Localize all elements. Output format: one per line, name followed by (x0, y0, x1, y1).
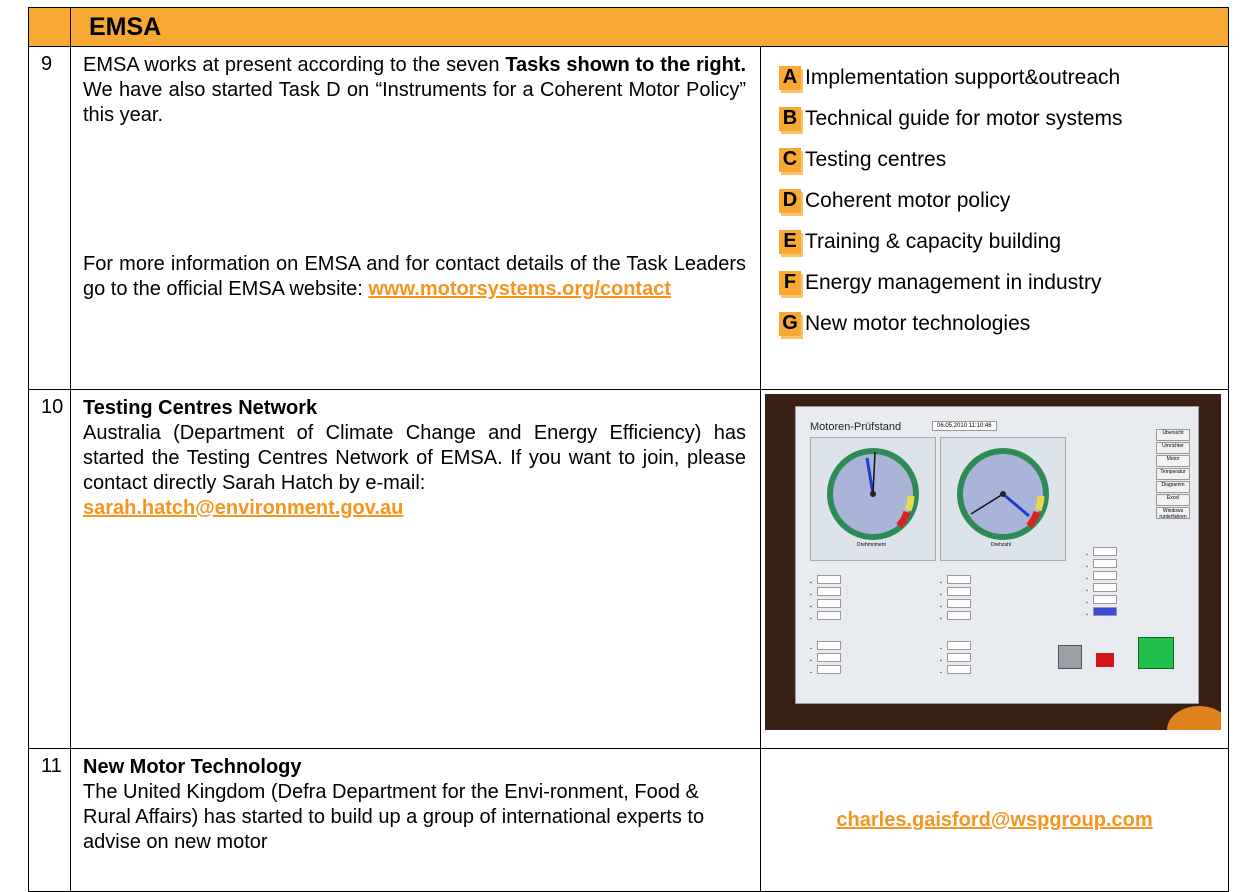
section-title: EMSA (89, 13, 162, 41)
screen-field: ▪ (940, 599, 972, 610)
screen-field: ▪ (1086, 559, 1118, 570)
row-11-contact-cell: charles.gaisford@wspgroup.com (759, 748, 1230, 892)
screen-menu-button: Motor (1156, 455, 1190, 467)
screen-field: ▪ (940, 653, 972, 664)
header-row: EMSA (28, 7, 1230, 47)
sarah-hatch-email-link[interactable]: sarah.hatch@environment.gov.au (83, 497, 404, 519)
orange-object (1167, 706, 1221, 730)
task-label: Implementation support&outreach (805, 65, 1121, 89)
screen-field: ▪ (940, 641, 972, 652)
test-bench-photo: Motoren-Prüfstand 06.05.2010 11:10:46 (765, 394, 1221, 730)
testing-centre-photo-cell: Motoren-Prüfstand 06.05.2010 11:10:46 (759, 389, 1230, 749)
row-9-paragraph-2: For more information on EMSA and for con… (83, 253, 746, 300)
task-letter-badge: F (779, 270, 801, 295)
task-label: Testing centres (805, 147, 947, 171)
charles-gaisford-email-link[interactable]: charles.gaisford@wspgroup.com (836, 808, 1153, 831)
screen-menu-button: Windows runterfahren (1156, 507, 1190, 520)
screen-field: ▪ (1086, 607, 1118, 618)
task-label: Training & capacity building (805, 229, 1062, 253)
row-number: 10 (28, 389, 71, 749)
screen-menu-button: Umrichter (1156, 442, 1190, 454)
task-label: New motor technologies (805, 311, 1031, 335)
row-number: 9 (28, 46, 71, 390)
speed-gauge-label: Drehzahl (991, 542, 1012, 548)
screen-date: 06.05.2010 11:10:46 (932, 421, 997, 431)
row-10-text: Testing Centres Network Australia (Depar… (70, 389, 761, 749)
brake-coupling-icon (1096, 653, 1114, 667)
row-10-body: Australia (Department of Climate Change … (83, 422, 746, 494)
speed-gauge: Drehzahl (940, 437, 1066, 561)
task-label: Technical guide for motor systems (805, 106, 1123, 130)
screen-menu-button: Excel (1156, 494, 1190, 506)
row-11-text: New Motor Technology The United Kingdom … (70, 748, 761, 892)
task-label: Coherent motor policy (805, 188, 1011, 212)
screen-menu-button: Diagramm (1156, 481, 1190, 493)
row-11-body: The United Kingdom (Defra Department for… (83, 781, 705, 853)
screen-field: ▪ (810, 665, 842, 676)
screen-field: ▪ (1086, 547, 1118, 558)
task-letter-badge: C (779, 147, 801, 172)
task-letter-badge: A (779, 65, 801, 90)
screen-field: ▪ (810, 653, 842, 664)
screen-field: ▪ (1086, 583, 1118, 594)
document-page: EMSA 9 EMSA works at present according t… (28, 7, 1230, 892)
screen-field: ▪ (810, 611, 842, 622)
row-9-paragraph-1: EMSA works at present according to the s… (83, 54, 747, 126)
screen-field: ▪ (810, 587, 842, 598)
row-number: 11 (28, 748, 71, 892)
screen-field: ▪ (810, 641, 842, 652)
row-10: 10 Testing Centres Network Australia (De… (28, 389, 1230, 749)
row-11-heading: New Motor Technology (83, 756, 302, 778)
header-number-cell (28, 7, 71, 47)
task-letter-badge: D (779, 188, 801, 213)
screen-field: ▪ (810, 599, 842, 610)
task-letter-badge: B (779, 106, 801, 131)
screen-menu-button: Temperatur (1156, 468, 1190, 480)
screen-field: ▪ (1086, 571, 1118, 582)
row-9-text: EMSA works at present according to the s… (70, 46, 761, 390)
task-letter-badge: E (779, 229, 801, 254)
emsa-website-link[interactable]: www.motorsystems.org/contact (368, 278, 671, 300)
monitor-screen: Motoren-Prüfstand 06.05.2010 11:10:46 (795, 406, 1199, 704)
screen-field: ▪ (1086, 595, 1118, 606)
task-label: Energy management in industry (805, 270, 1102, 294)
screen-field: ▪ (940, 665, 972, 676)
emsa-table: EMSA 9 EMSA works at present according t… (28, 7, 1230, 892)
task-letter-badge: G (779, 311, 801, 336)
header-title-cell: EMSA (69, 7, 1230, 47)
screen-field: ▪ (810, 575, 842, 586)
screen-field: ▪ (940, 575, 972, 586)
brake-machine-icon (1138, 637, 1174, 669)
torque-gauge-label: Drehmoment (857, 542, 886, 548)
row-9: 9 EMSA works at present according to the… (28, 46, 1230, 390)
screen-field: ▪ (940, 587, 972, 598)
screen-field: ▪ (940, 611, 972, 622)
speed-gauge-dial (957, 448, 1049, 540)
screen-menu-button: Übersicht (1156, 429, 1190, 441)
row-11: 11 New Motor Technology The United Kingd… (28, 748, 1230, 892)
screen-title: Motoren-Prüfstand (810, 421, 902, 433)
torque-gauge-dial (827, 448, 919, 540)
torque-gauge: Drehmoment (810, 437, 936, 561)
test-motor-icon (1058, 645, 1082, 669)
row-10-heading: Testing Centres Network (83, 397, 318, 419)
